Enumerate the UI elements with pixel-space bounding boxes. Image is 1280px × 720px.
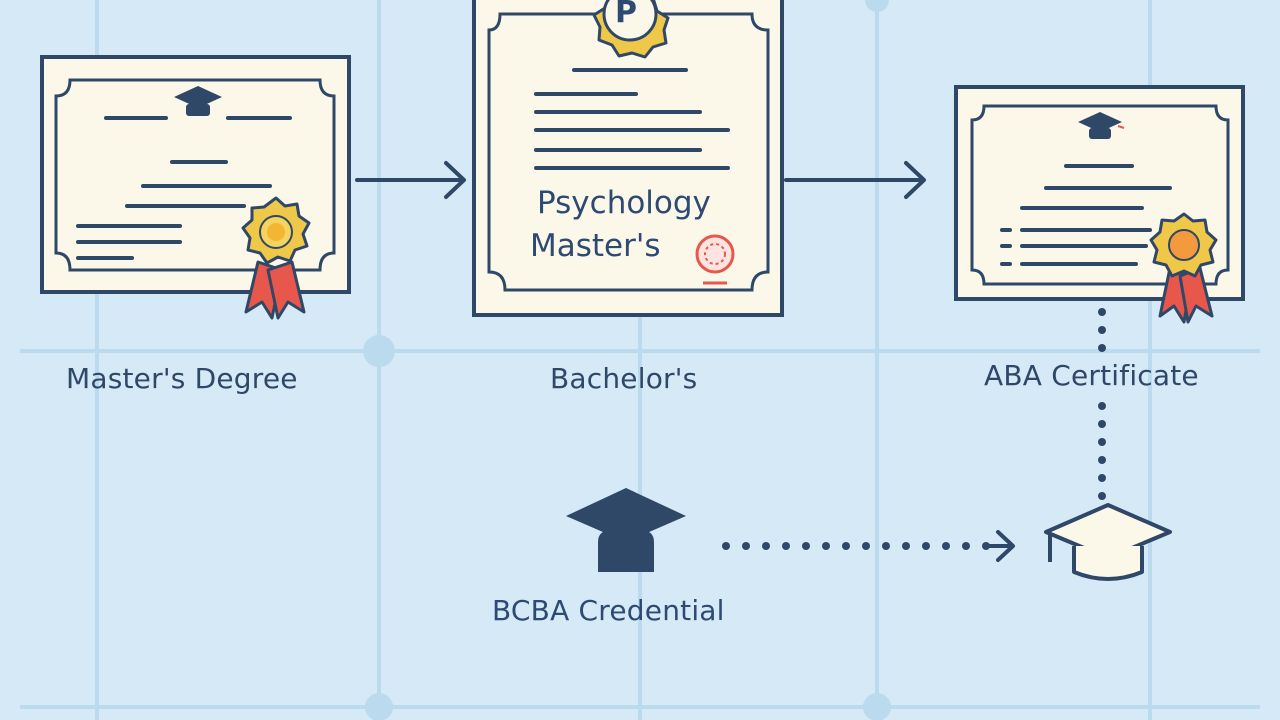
certificate-title-line2: Master's xyxy=(530,228,661,264)
dotted-connector-horizontal xyxy=(722,542,990,550)
graduation-cap-icon xyxy=(1078,112,1125,139)
bcba-credential-label: BCBA Credential xyxy=(492,594,725,627)
medal-icon xyxy=(241,196,311,320)
medal-icon xyxy=(1149,212,1218,324)
graduation-cap-icon xyxy=(566,488,686,572)
stamp-icon xyxy=(695,234,735,285)
aba-certificate-label: ABA Certificate xyxy=(984,359,1199,392)
masters-degree-label: Master's Degree xyxy=(66,362,298,395)
arrow-right-icon xyxy=(784,161,926,199)
grid-nodes xyxy=(363,0,891,720)
graduation-cap-icon xyxy=(174,86,222,116)
arrow-right-icon xyxy=(355,161,466,199)
aba-certificate xyxy=(954,85,1245,324)
psychology-badge-icon xyxy=(592,0,670,59)
arrow-right-icon xyxy=(988,530,1015,562)
certificate-title-line1: Psychology xyxy=(537,185,711,221)
bachelors-certificate xyxy=(472,0,784,317)
graduation-cap-icon xyxy=(1044,503,1172,581)
dotted-connector-vertical xyxy=(1098,308,1106,500)
masters-certificate xyxy=(40,55,351,320)
badge-letter: P xyxy=(615,0,637,30)
bachelors-label: Bachelor's xyxy=(550,362,698,395)
